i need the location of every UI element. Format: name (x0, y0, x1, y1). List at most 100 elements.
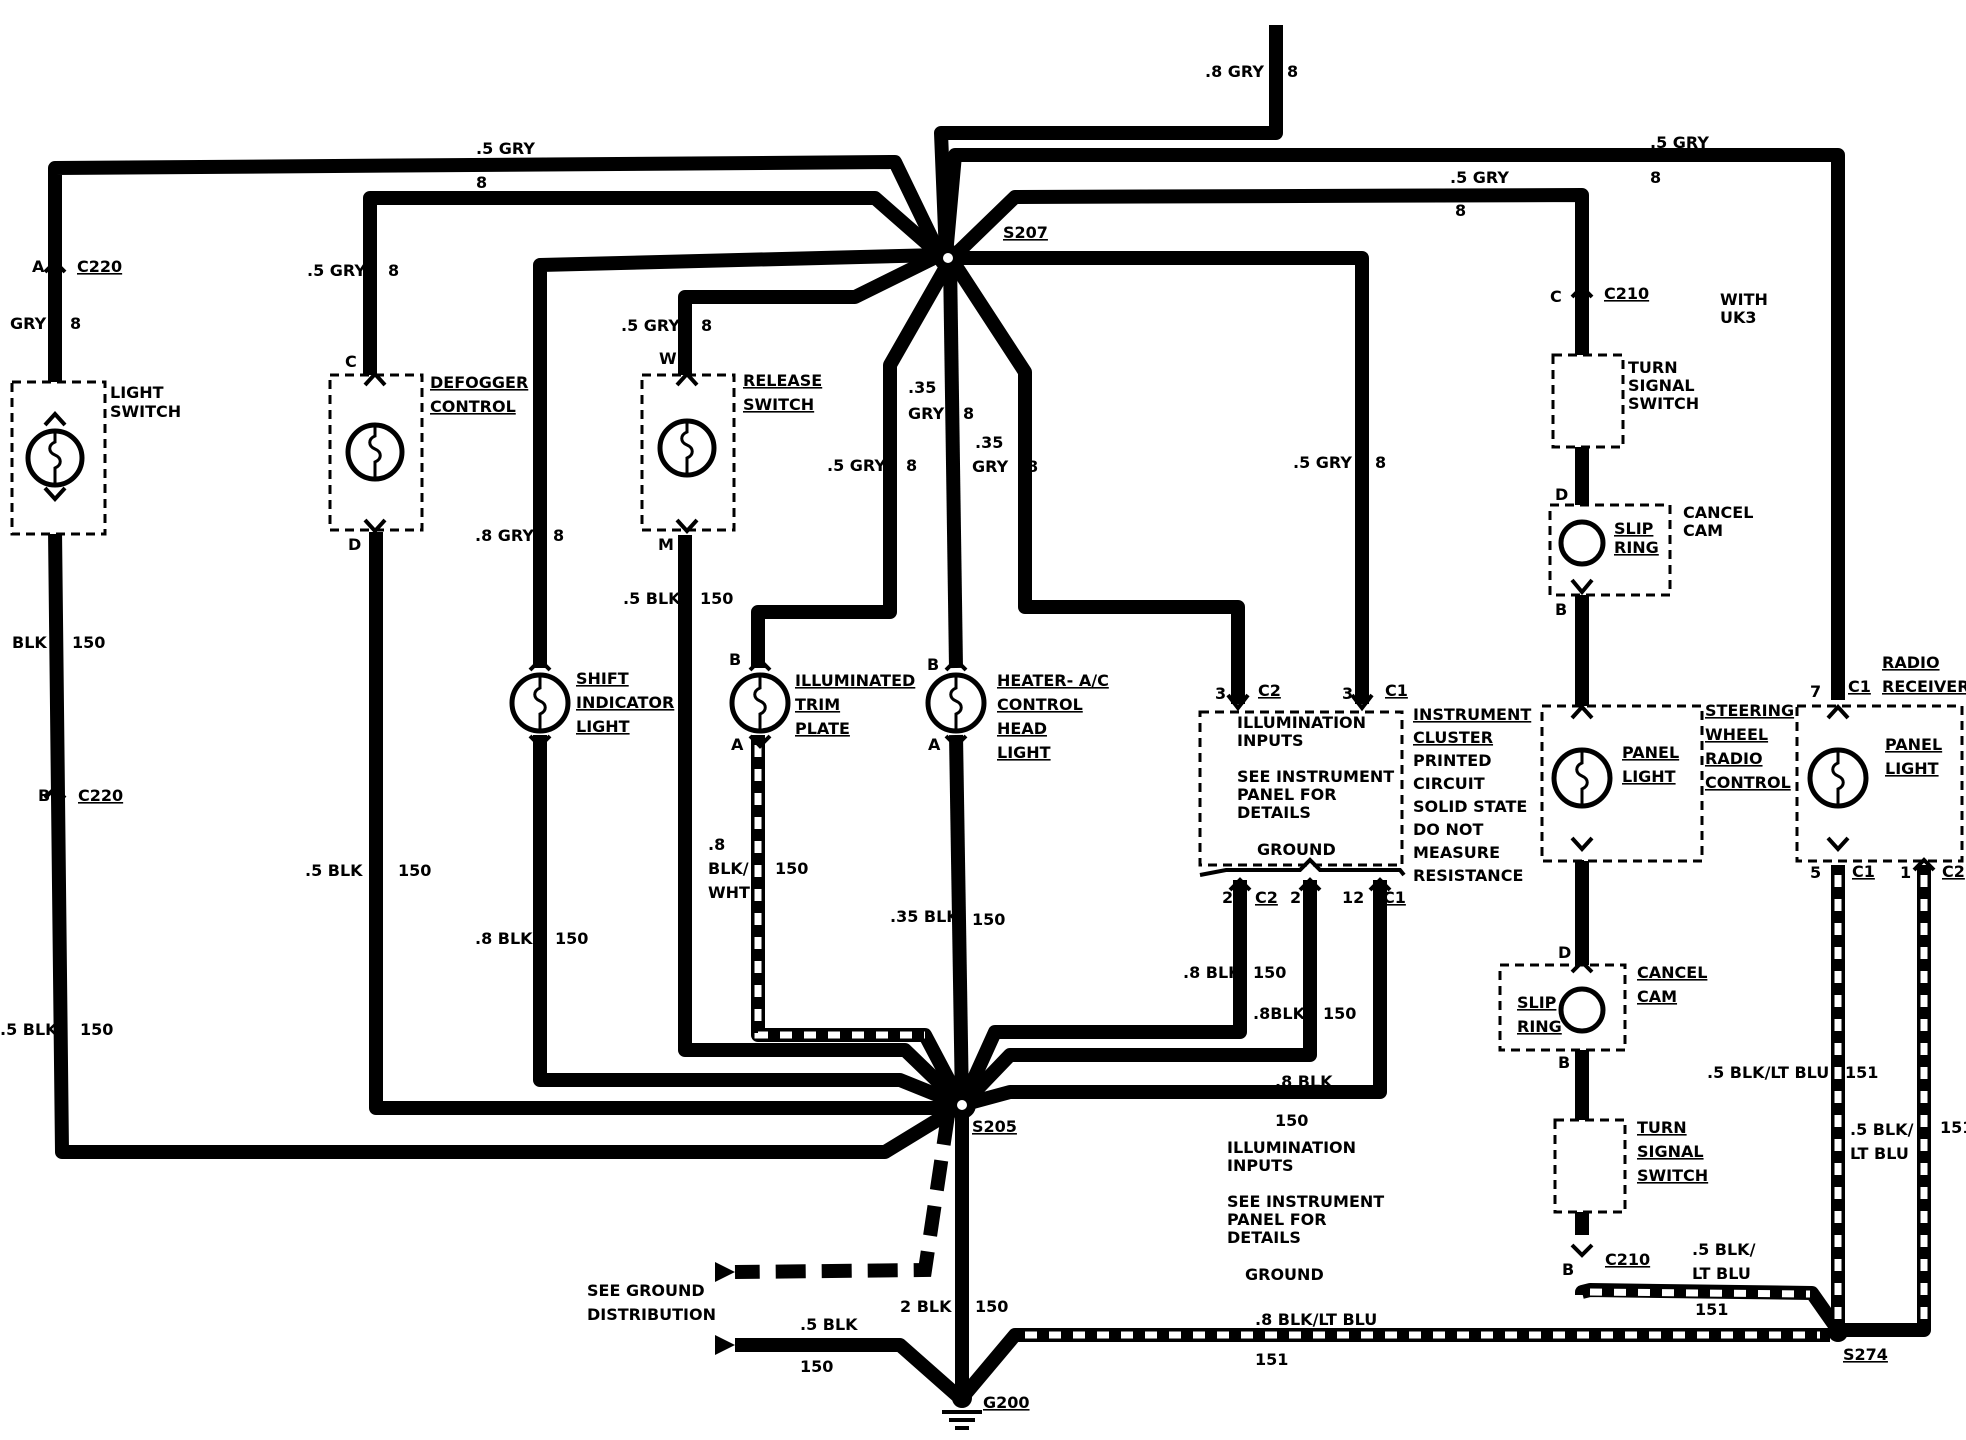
light-switch-label: SWITCH (110, 402, 181, 421)
connector-pin: C (345, 352, 357, 371)
c220-bottom-connector-icon (43, 785, 67, 800)
shift-bulb-icon (509, 672, 571, 734)
circuit-label: 150 (775, 859, 808, 878)
turn-signal-label: SIGNAL (1637, 1142, 1704, 1161)
steering-label: CONTROL (1705, 773, 1791, 792)
splice-s205-center (957, 1100, 967, 1110)
wire-turn-feed (947, 188, 1589, 355)
cluster-side-label: SOLID STATE (1413, 797, 1527, 816)
wire-label: .5 GRY (1293, 453, 1352, 472)
radio-panel-filament-icon (1831, 751, 1845, 805)
wire-label: .8 BLK/LT BLU (1255, 1310, 1377, 1329)
turn-signal-label: SWITCH (1628, 394, 1699, 413)
circuit-label: 8 (1455, 201, 1466, 220)
connector-pin: A (32, 257, 45, 276)
circuit-label: 151 (1940, 1118, 1966, 1137)
wire-label: BLK/ (708, 859, 749, 878)
connector-pin: A (731, 735, 744, 754)
wire-label: .5 BLK (623, 589, 681, 608)
cluster-box-label: DETAILS (1237, 803, 1311, 822)
wire-ground-distribution (734, 1113, 955, 1279)
radio-label: RADIO (1882, 653, 1940, 672)
connector-pin: 2 (1222, 888, 1233, 907)
circuit-label: 8 (1375, 453, 1386, 472)
ground-label-g200: G200 (983, 1393, 1030, 1412)
connector-pin: B (1562, 1260, 1574, 1279)
wire-label: .5 BLK (0, 1020, 58, 1039)
heater-filament-icon (949, 676, 963, 730)
turn-signal-label: SWITCH (1637, 1166, 1708, 1185)
shift-filament-icon (533, 676, 547, 730)
wire-heater-feed (943, 259, 963, 669)
connector-label-c2: C2 (1942, 862, 1965, 881)
wire-label: .5 BLK/ (1692, 1240, 1756, 1259)
slip-ring-bottom-chevron-icon (1570, 959, 1594, 974)
circuit-label: 151 (1845, 1063, 1878, 1082)
radio-label: RECEIVER (1882, 677, 1966, 696)
wire-shift-feed (533, 248, 941, 668)
connector-pin: 12 (1342, 888, 1364, 907)
cluster-gnd-connector-icon (1228, 877, 1392, 892)
wire-shift-ground (533, 735, 965, 1112)
connector-pin: D (348, 535, 361, 554)
wire-label: .35 (975, 433, 1003, 452)
shift-label: INDICATOR (576, 693, 674, 712)
components (10, 259, 1964, 1258)
cluster-side-label: CIRCUIT (1413, 774, 1485, 793)
steering-label: WHEEL (1705, 725, 1768, 744)
wire-label: .5 GRY (621, 316, 680, 335)
panel-light-label: PANEL (1885, 735, 1942, 754)
wire-label: .5 GRY (476, 139, 535, 158)
circuit-label: 150 (700, 589, 733, 608)
wire-top-feed (934, 25, 1283, 256)
cluster-side-label: MEASURE (1413, 843, 1500, 862)
splice-s274-dot (1828, 1322, 1848, 1342)
wire-steer-ground (1575, 1283, 1844, 1335)
wire-label: 2 BLK (900, 1297, 952, 1316)
cancel-cam-label: CAM (1637, 987, 1677, 1006)
heater-label: CONTROL (997, 695, 1083, 714)
wire-label: .35 (908, 378, 936, 397)
steering-panel-bulb-icon (1551, 747, 1613, 809)
slip-ring-top-chevron-icon (1570, 578, 1594, 596)
release-filament-icon (680, 421, 694, 475)
wire-label: GRY (972, 457, 1009, 476)
circuit-label: 150 (1323, 1004, 1356, 1023)
circuit-label: 150 (72, 633, 105, 652)
connector-pin: C (1550, 287, 1562, 306)
splices (715, 244, 1848, 1430)
circuit-label: 8 (906, 456, 917, 475)
trim-chevron-icon (748, 657, 772, 749)
cluster-side-label: RESISTANCE (1413, 866, 1523, 885)
cluster-below-label: SEE INSTRUMENT (1227, 1192, 1384, 1211)
connector-label-c220: C220 (77, 257, 122, 276)
circuit-label: 8 (963, 404, 974, 423)
wire-cluster-feed-c1 (952, 251, 1369, 704)
circuit-label: 8 (1027, 457, 1038, 476)
connector-pin: B (1558, 1053, 1570, 1072)
cluster-box-label: ILLUMINATION (1237, 713, 1366, 732)
wire-label: .8 (708, 835, 725, 854)
shift-label: LIGHT (576, 717, 630, 736)
connector-pin: D (1558, 943, 1571, 962)
turn-signal-label: SIGNAL (1628, 376, 1695, 395)
wire-heater-ground (949, 734, 969, 1106)
cluster-box-label: GROUND (1257, 840, 1336, 859)
c220-top-connector-icon (43, 259, 67, 274)
heater-label: LIGHT (997, 743, 1051, 762)
slip-ring-label: RING (1614, 538, 1659, 557)
trim-label: PLATE (795, 719, 850, 738)
turn-signal-label: TURN (1637, 1118, 1687, 1137)
circuit-label: 150 (555, 929, 588, 948)
wire-label: .8 BLK (475, 929, 533, 948)
wire-label: .5 GRY (827, 456, 886, 475)
defogger-label: DEFOGGER (430, 373, 528, 392)
wire-light-switch-ground (48, 529, 966, 1159)
wire-label: GRY (10, 314, 47, 333)
wire-cluster-feed-c2 (946, 256, 1245, 704)
slip-ring-bottom-icon (1558, 986, 1606, 1034)
cancel-cam-label: CAM (1683, 521, 1723, 540)
c210-bottom-connector-icon (1570, 1243, 1594, 1258)
cluster-side-label: PRINTED (1413, 751, 1492, 770)
